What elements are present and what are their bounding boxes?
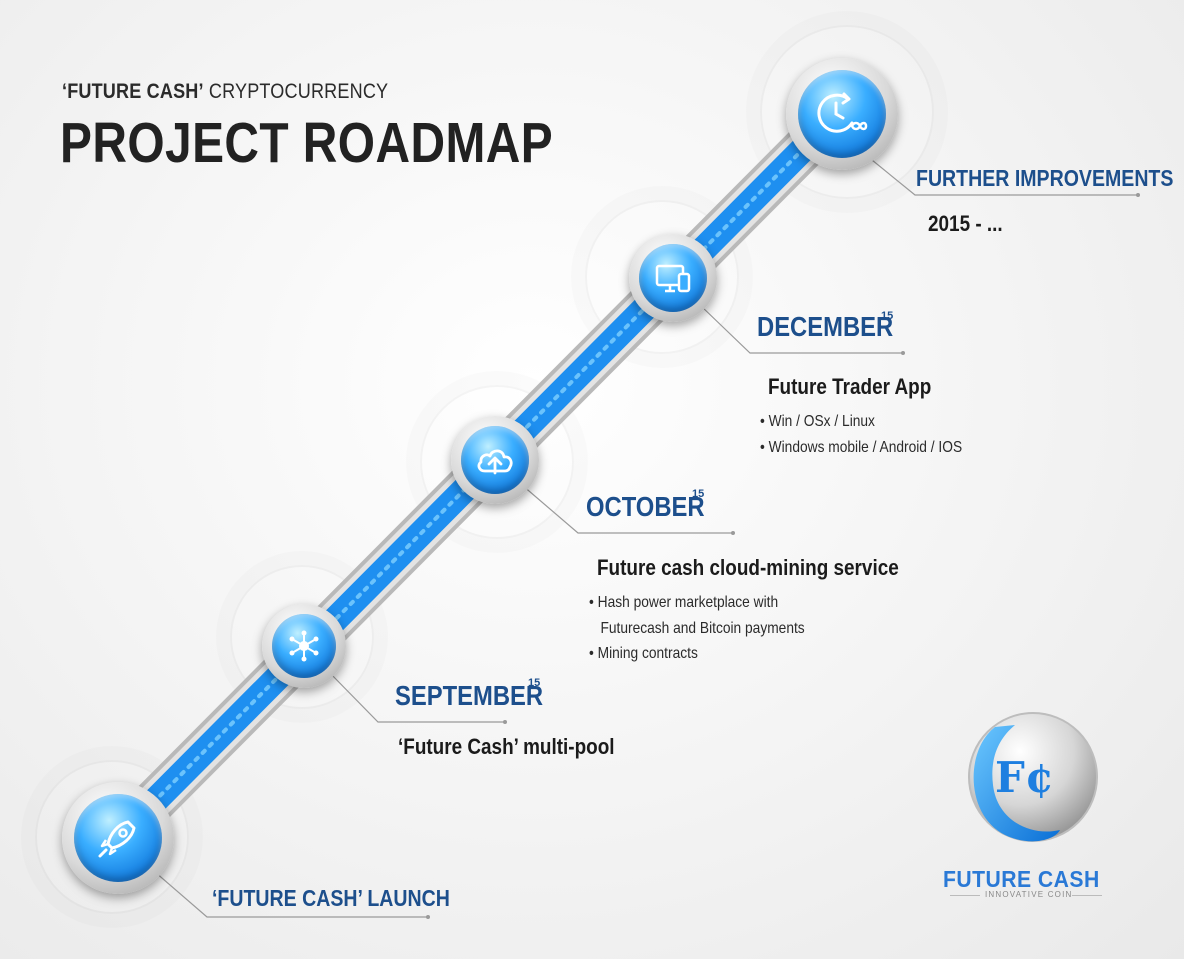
leader-launch [154, 871, 428, 918]
divider [1072, 895, 1102, 896]
bullet-item: • Windows mobile / Android / IOS [760, 438, 963, 456]
rocket-icon [62, 782, 174, 894]
milestone-label-further: FURTHER IMPROVEMENTS [916, 165, 1174, 191]
clock-infinity-icon [786, 58, 898, 170]
network-hub-icon [262, 604, 346, 688]
leader-october [521, 484, 733, 534]
milestone-node-december [629, 234, 717, 322]
halo-launch [35, 760, 189, 914]
milestone-node-october [451, 416, 539, 504]
cloud-upload-icon [451, 416, 539, 504]
logo-mark: F¢ [995, 753, 1055, 802]
milestone-year-december: 15 [881, 310, 894, 322]
milestone-heading-further: 2015 - ... [928, 211, 1003, 236]
milestone-node-launch [62, 782, 174, 894]
bullet-item: • Mining contracts [589, 645, 698, 662]
header-brand: ‘FUTURE CASH’ [62, 80, 204, 103]
halo-december [585, 200, 739, 354]
bullet-item: Futurecash and Bitcoin payments [589, 619, 805, 637]
halo-further [760, 25, 934, 199]
header-subtitle: ‘FUTURE CASH’ CRYPTOCURRENCY [62, 80, 388, 104]
milestone-label-october: OCTOBER [586, 491, 705, 522]
leader-december [699, 304, 903, 354]
milestone-bullets-december: • Win / OSx / Linux • Windows mobile / A… [760, 409, 962, 460]
milestone-label-launch: ‘FUTURE CASH’ LAUNCH [212, 885, 450, 911]
logo-name: FUTURE CASH [943, 866, 1100, 892]
milestone-node-further [786, 58, 898, 170]
halo-october [420, 385, 574, 539]
header-subtitle-rest: CRYPTOCURRENCY [203, 80, 389, 103]
devices-icon [629, 234, 717, 322]
bullet-item: • Win / OSx / Linux [760, 413, 875, 430]
milestone-label-september: SEPTEMBER [395, 680, 544, 711]
divider [950, 895, 980, 896]
future-cash-logo: F¢ [935, 705, 1115, 905]
milestone-heading-october: Future cash cloud-mining service [597, 555, 899, 580]
leader-september [326, 669, 505, 723]
bullet-item: • Hash power marketplace with [589, 594, 779, 611]
page-title: PROJECT ROADMAP [60, 111, 554, 175]
milestone-bullets-october: • Hash power marketplace with Futurecash… [589, 590, 805, 667]
milestone-year-september: 15 [528, 677, 541, 689]
logo-tagline: INNOVATIVE COIN [985, 890, 1073, 899]
milestone-node-september [262, 604, 346, 688]
milestone-year-october: 15 [692, 488, 705, 500]
milestone-heading-december: Future Trader App [768, 374, 932, 399]
milestone-heading-september: ‘Future Cash’ multi-pool [398, 734, 615, 759]
halo-september [230, 565, 374, 709]
milestone-label-december: DECEMBER [757, 311, 894, 342]
leader-further [871, 159, 1138, 196]
